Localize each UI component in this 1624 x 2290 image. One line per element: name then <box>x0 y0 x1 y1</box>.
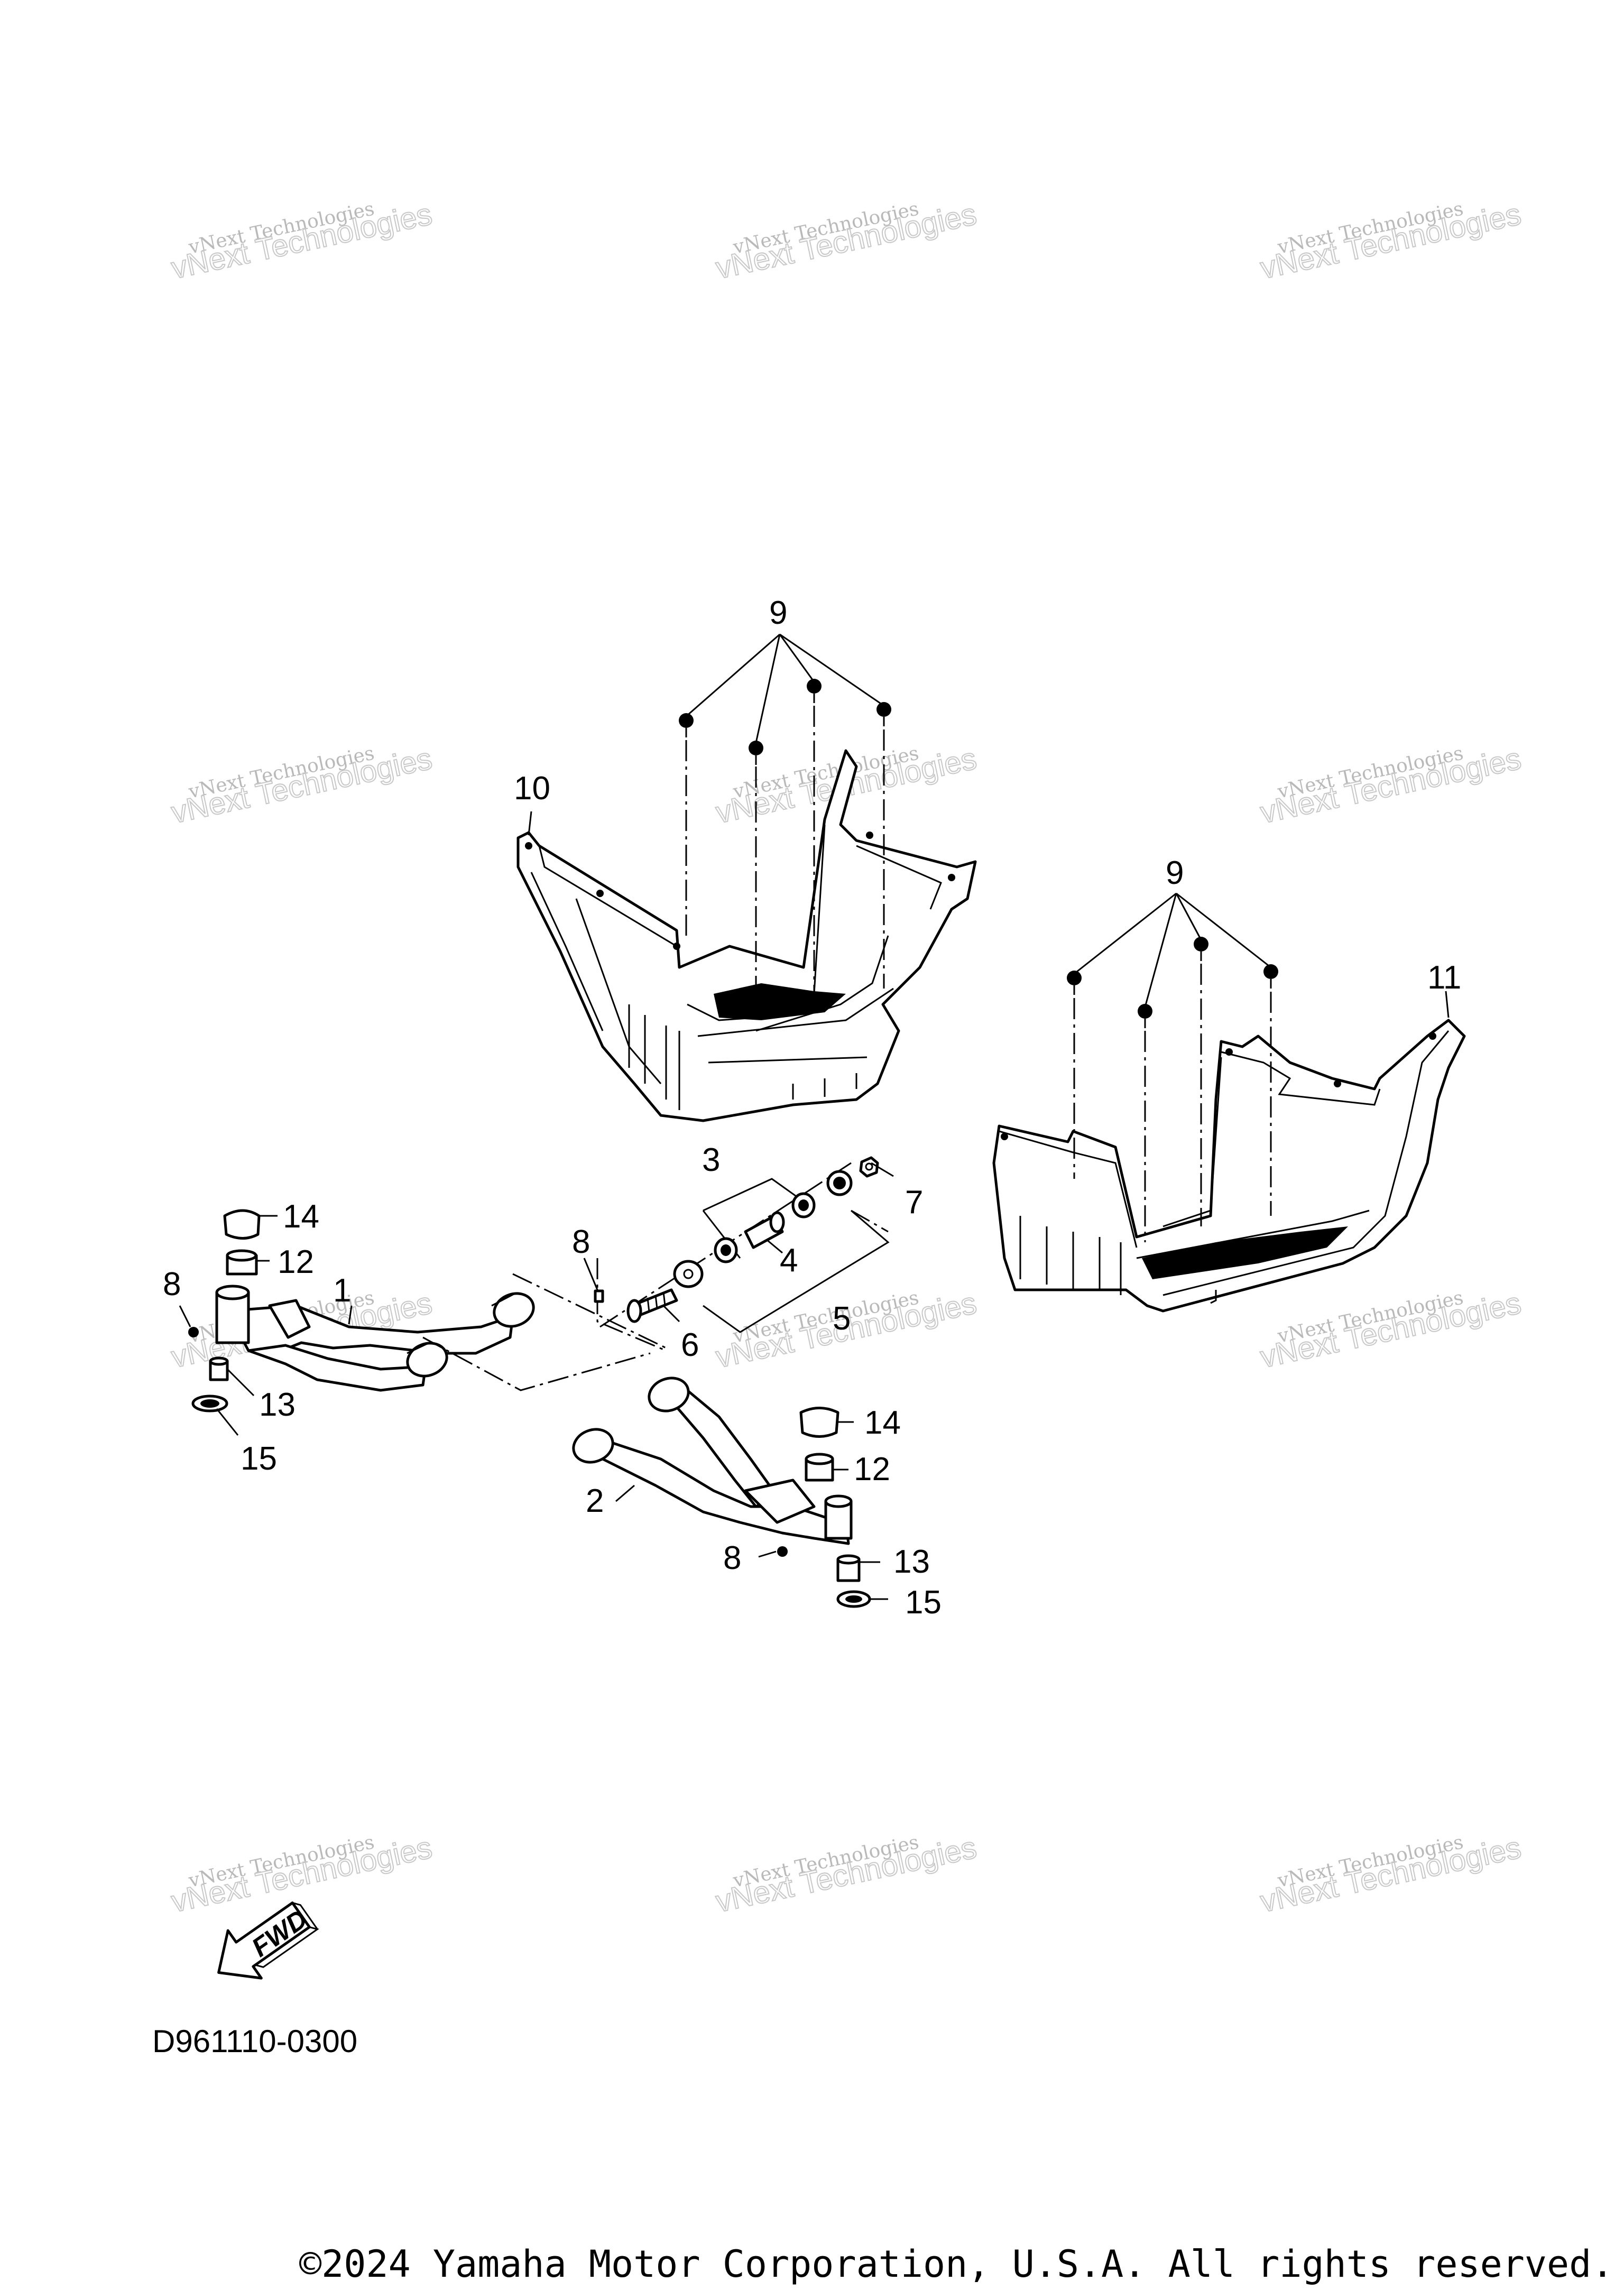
screws-9 <box>679 679 1278 1028</box>
assembly-lines-center <box>422 1162 889 1391</box>
pivot-stack-left <box>191 1209 261 1412</box>
collar-4 <box>744 1211 785 1249</box>
screw <box>876 702 891 726</box>
screw <box>749 741 763 765</box>
callout-10: 10 <box>514 770 550 807</box>
footrest-right-11 <box>992 1019 1466 1313</box>
bolt-6 <box>626 1288 678 1323</box>
watermark: vNext Technologies vNext Technologies <box>168 741 435 830</box>
watermark: vNext Technologies vNext Technologies <box>1257 1285 1524 1375</box>
bushing-kit <box>626 1156 890 1333</box>
callout-7: 7 <box>905 1184 923 1221</box>
watermark: vNext Technologies vNext Technologies <box>168 1830 435 1919</box>
callout-labels: 1 2 3 4 5 6 7 8 8 8 9 9 10 11 12 12 13 1… <box>163 595 1461 1621</box>
callout-14: 14 <box>864 1405 901 1441</box>
watermark: vNext Technologies vNext Technologies <box>1257 1830 1524 1919</box>
a-arm-upper-1 <box>226 1292 535 1392</box>
callout-13: 13 <box>893 1544 930 1580</box>
callout-8: 8 <box>163 1266 181 1303</box>
callout-4: 4 <box>780 1242 798 1279</box>
callout-8: 8 <box>723 1540 741 1576</box>
watermark: vNext Technologies vNext Technologies <box>712 196 980 286</box>
callout-15: 15 <box>905 1584 942 1621</box>
seal-15a <box>191 1395 228 1412</box>
callout-14: 14 <box>283 1198 319 1235</box>
screw <box>1194 937 1208 961</box>
screw <box>679 713 694 737</box>
seal-15b <box>836 1590 871 1608</box>
nut-7 <box>859 1156 879 1178</box>
callout-12: 12 <box>278 1244 314 1280</box>
watermark: vNext Technologies vNext Technologies <box>1257 196 1524 286</box>
callout-11: 11 <box>1427 959 1461 996</box>
callout-13: 13 <box>259 1387 296 1423</box>
watermark: vNext Technologies vNext Technologies <box>1257 741 1524 830</box>
watermark: vNext Technologies vNext Technologies <box>168 196 435 286</box>
washer-5 <box>673 1260 704 1288</box>
diagram-code: D961110-0300 <box>152 2024 357 2059</box>
cap-14b <box>799 1407 839 1438</box>
callout-5: 5 <box>833 1300 851 1337</box>
callout-15: 15 <box>241 1441 277 1477</box>
callout-8: 8 <box>572 1224 590 1260</box>
screw <box>1067 971 1082 995</box>
assembly-lines-9 <box>685 706 1272 1242</box>
leader-lines <box>179 633 1450 1600</box>
callout-6: 6 <box>681 1327 699 1363</box>
screw <box>1263 964 1278 989</box>
callout-1: 1 <box>333 1272 351 1309</box>
a-arm-lower-2 <box>572 1377 850 1545</box>
copyright-notice: ©2024 Yamaha Motor Corporation, U.S.A. A… <box>299 2242 1614 2286</box>
callout-3: 3 <box>702 1142 720 1178</box>
watermark: vNext Technologies vNext Technologies <box>712 1830 980 1919</box>
screw <box>1138 1004 1152 1028</box>
cap-14a <box>223 1209 261 1240</box>
screw <box>807 679 822 703</box>
grease-nipple-8a <box>594 1289 604 1303</box>
callout-9: 9 <box>769 595 787 631</box>
grease-nipple-8b <box>188 1327 199 1337</box>
footrest-left-10 <box>516 749 977 1122</box>
grease-nipple-8c <box>777 1546 788 1557</box>
callout-9: 9 <box>1166 855 1184 891</box>
callout-12: 12 <box>854 1451 890 1488</box>
callout-2: 2 <box>586 1483 604 1519</box>
